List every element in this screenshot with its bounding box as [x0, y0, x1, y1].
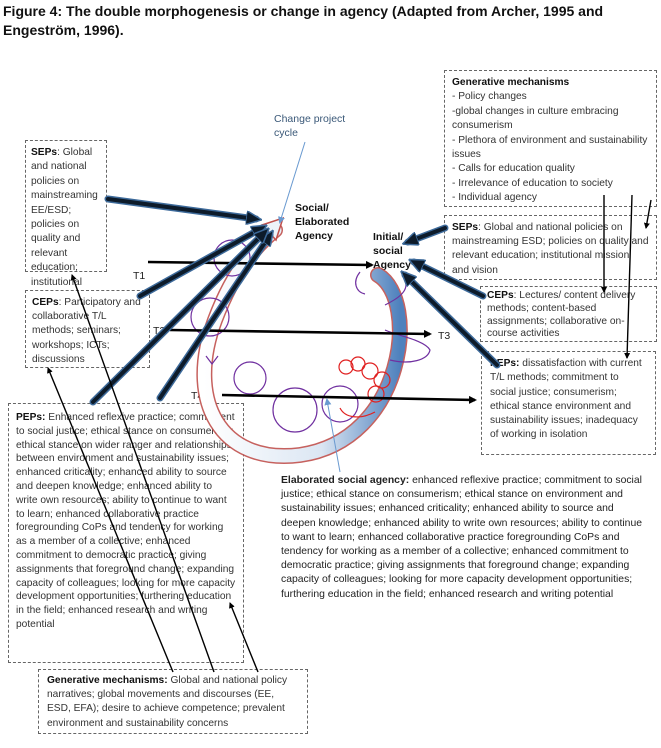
generative-top-item: -global changes in culture embracing con… — [452, 105, 619, 132]
t3-label: T3 — [438, 330, 451, 342]
generative-top-heading: Generative mechanisms — [452, 77, 570, 88]
elaborated-social-agency-text: Elaborated social agency: enhanced refle… — [281, 474, 651, 602]
peps-right-heading: PEPs: — [490, 358, 520, 369]
seps-left-heading: SEPs — [31, 147, 58, 158]
seps-left-box: SEPs: Global and national policies on ma… — [25, 140, 107, 316]
seps-right-text: : Global and national policies on mainst… — [452, 222, 649, 276]
ceps-right-box: CEPs: Lectures/ content delivery methods… — [480, 286, 657, 342]
elaborated-agency-pointer — [324, 398, 341, 473]
peps-left-text: Enhanced reflexive practice; commitment … — [16, 412, 236, 630]
generative-bottom-text: Global and national policy narratives; g… — [47, 675, 288, 729]
generative-top-item: - Calls for education quality — [452, 163, 575, 175]
generative-top-item: - Irrelevance of education to society — [452, 177, 613, 189]
t4-arrow — [221, 393, 477, 404]
peps-left-heading: PEPs: — [16, 412, 46, 423]
ceps-right-heading: CEPs — [487, 290, 514, 301]
t1-label: T1 — [133, 270, 146, 282]
generative-top-item: - Plethora of environment and sustainabi… — [452, 134, 648, 161]
generative-top-item: - Individual agency — [452, 192, 537, 204]
generative-top-item: - Policy changes — [452, 91, 527, 103]
generative-mechanisms-bottom-box: Generative mechanisms: Global and nation… — [38, 669, 308, 734]
ceps-left-box: CEPs: Participatory and collaborative T/… — [25, 290, 150, 368]
peps-right-text: dissatisfaction with current T/L methods… — [490, 358, 642, 441]
social-elaborated-agency-label: Social/ Elaborated Agency — [295, 202, 350, 242]
seps-right-box: SEPs: Global and national policies on ma… — [444, 215, 657, 280]
t4-label: T4 — [191, 390, 204, 402]
t2-arrow — [169, 328, 432, 338]
generative-bottom-heading: Generative mechanisms: — [47, 675, 171, 686]
change-project-cycle-label: Change project cycle — [274, 113, 346, 139]
t1-arrow — [147, 260, 374, 269]
initial-social-agency-label: Initial/ social Agency — [373, 231, 411, 271]
red-loops — [338, 356, 391, 418]
peps-right-box: PEPs: dissatisfaction with current T/L m… — [481, 351, 656, 455]
peps-left-box: PEPs: Enhanced reflexive practice; commi… — [8, 403, 244, 663]
seps-right-heading: SEPs — [452, 222, 479, 233]
elaborated-social-agency-heading: Elaborated social agency: — [281, 475, 410, 486]
elaborated-social-agency-body: enhanced reflexive practice; commitment … — [281, 475, 643, 600]
ceps-right-text: : Lectures/ content delivery methods; co… — [487, 290, 636, 340]
ceps-left-heading: CEPs — [32, 297, 59, 308]
t2-label: T2 — [153, 325, 166, 337]
generative-mechanisms-top-box: Generative mechanisms - Policy changes -… — [444, 70, 657, 207]
figure-title: Figure 4: The double morphogenesis or ch… — [3, 3, 604, 38]
